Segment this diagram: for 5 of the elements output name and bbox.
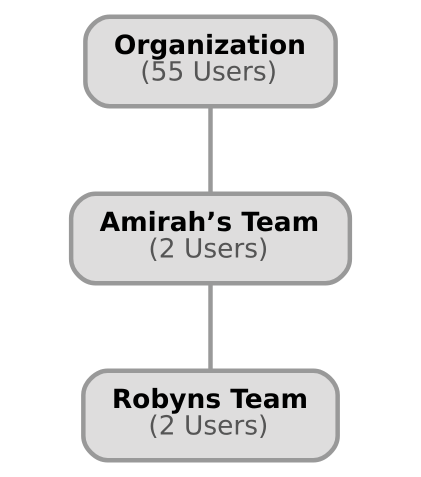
- connector: [208, 106, 213, 194]
- connector: [208, 283, 213, 371]
- node-box: Robyns Team (2 Users): [81, 368, 340, 462]
- node-box: Organization (55 Users): [83, 14, 338, 108]
- node-box: Amirah’s Team (2 Users): [68, 192, 352, 286]
